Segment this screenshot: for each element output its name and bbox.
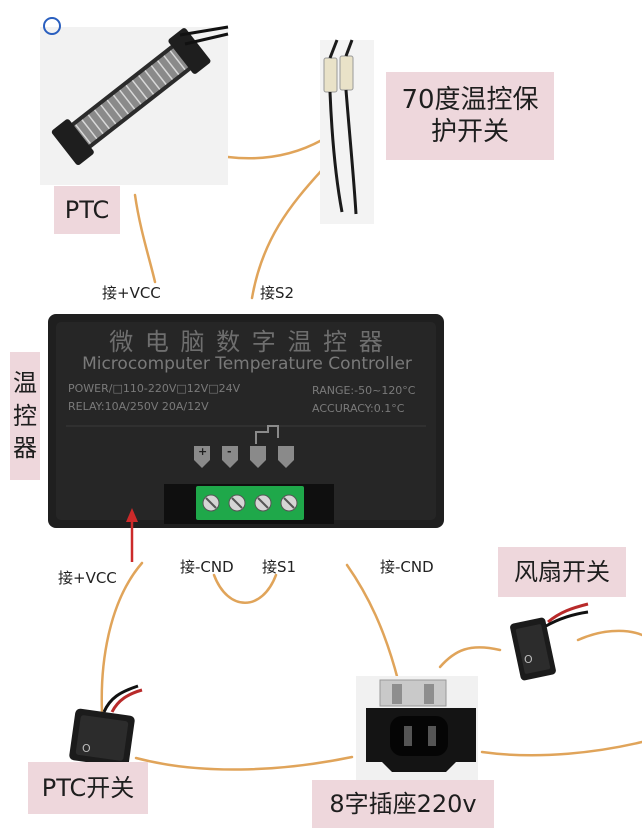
fan-switch-image: O bbox=[510, 602, 589, 681]
ptc-label: PTC bbox=[54, 186, 120, 234]
power-socket-image bbox=[356, 676, 478, 780]
wire-cnd-right bbox=[345, 563, 400, 682]
controller-accuracy-spec: ACCURACY:0.1°C bbox=[312, 402, 405, 415]
thermostat-vertical-label: 温控器 bbox=[10, 352, 40, 480]
controller-power-spec: POWER/□110-220V□12V□24V bbox=[68, 382, 241, 395]
thermo-protect-label: 70度温控保护开关 bbox=[386, 72, 554, 160]
controller-relay-spec: RELAY:10A/250V 20A/12V bbox=[68, 400, 209, 413]
wire-label-left-vcc: 接+VCC bbox=[58, 569, 117, 587]
wire-cnd-s1 bbox=[212, 573, 278, 604]
wire-thermo-to-s2 bbox=[250, 168, 324, 300]
controller-range-spec: RANGE:-50~120°C bbox=[312, 384, 416, 397]
terminal-minus: - bbox=[227, 445, 232, 458]
wire-ptc-to-thermo-protect bbox=[226, 138, 324, 160]
terminal-plus: + bbox=[198, 445, 208, 458]
socket-label: 8字插座220v bbox=[312, 780, 494, 828]
red-arrow-icon bbox=[126, 508, 138, 562]
wire-socket-right bbox=[480, 740, 642, 757]
wire-label-cnd-right: 接-CND bbox=[380, 558, 434, 576]
svg-text:O: O bbox=[524, 653, 533, 666]
ptc-switch-label: PTC开关 bbox=[28, 762, 148, 814]
wire-left-vcc bbox=[100, 561, 144, 714]
controller-title-cn: 微 电 脑 数 字 温 控 器 bbox=[109, 328, 385, 356]
wire-label-cnd-middle: 接-CND bbox=[180, 558, 234, 576]
wire-ptc-to-vcc bbox=[133, 193, 157, 284]
temperature-controller bbox=[48, 314, 444, 528]
wire-fan-right bbox=[576, 629, 642, 642]
wire-label-ptc-vcc: 接+VCC bbox=[102, 284, 161, 302]
wire-socket-to-fan bbox=[438, 646, 502, 669]
controller-title-en: Microcomputer Temperature Controller bbox=[82, 354, 412, 374]
thermal-protector-image bbox=[320, 39, 374, 224]
wire-label-s2: 接S2 bbox=[260, 284, 295, 302]
ptc-switch-image: O bbox=[69, 684, 143, 768]
svg-text:O: O bbox=[82, 742, 91, 755]
fan-switch-label: 风扇开关 bbox=[498, 547, 626, 597]
wire-ptcswitch-to-socket bbox=[134, 755, 354, 771]
wire-label-s1: 接S1 bbox=[262, 558, 297, 576]
ptc-heater-image bbox=[40, 17, 229, 185]
